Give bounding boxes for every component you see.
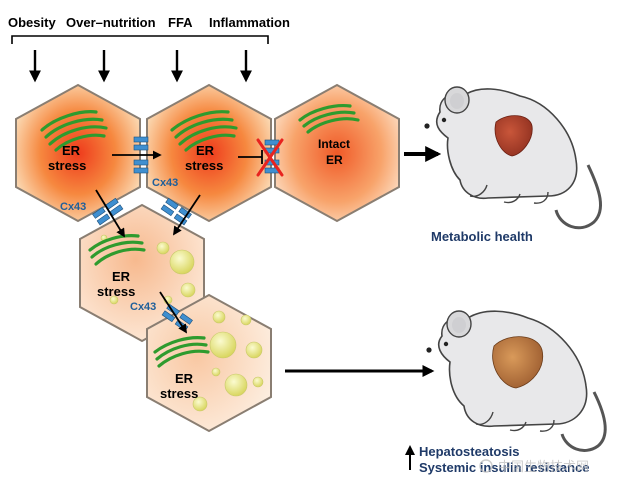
label-obesity: Obesity xyxy=(8,15,56,30)
cx43-label-c: Cx43 xyxy=(130,301,156,313)
watermark-text: 中国生物技术网 xyxy=(498,460,589,475)
cell2-label-line1: ER xyxy=(196,143,215,158)
arrow-cell4-to-cell5 xyxy=(159,291,187,334)
healthy-mouse-icon xyxy=(424,86,602,230)
cx43-label-b: Cx43 xyxy=(60,201,86,213)
watermark-logo-icon xyxy=(479,459,493,473)
mouse-feet xyxy=(475,411,555,432)
lipid-droplets xyxy=(100,234,196,305)
hepatocyte-cell-3: Intact ER xyxy=(274,83,400,223)
hepatocyte-cell-1: ER stress xyxy=(15,83,141,223)
cell4-label-line2: stress xyxy=(97,284,135,299)
connexin-channel-1-4 xyxy=(92,197,124,226)
cx43-label-a: Cx43 xyxy=(152,177,178,189)
label-ffa: FFA xyxy=(168,15,193,30)
er-membrane-icon xyxy=(88,234,146,266)
disease-outcome-line2: Systemic insulin resistance xyxy=(419,460,590,475)
mouse-feet xyxy=(469,184,549,204)
block-x-icon xyxy=(256,138,284,177)
fatty-liver-icon xyxy=(492,336,544,389)
er-membrane-icon xyxy=(298,104,360,134)
er-membrane-icon xyxy=(170,110,238,152)
er-membrane-icon xyxy=(153,336,210,368)
label-over-nutrition: Over–nutrition xyxy=(66,15,156,30)
disease-outcome-line1: Hepatosteatosis xyxy=(419,444,519,459)
healthy-liver-icon xyxy=(494,115,533,157)
mouse-tail xyxy=(560,391,607,452)
hepatocyte-cell-2: ER stress xyxy=(146,83,272,223)
lipid-droplets xyxy=(192,310,264,412)
cell1-label-line2: stress xyxy=(48,158,86,173)
arrow-cell1-to-cell4 xyxy=(95,189,125,238)
mouse-inner-ear xyxy=(452,317,466,333)
stimulus-arrows xyxy=(29,50,252,83)
mouse-inner-ear xyxy=(450,93,464,109)
healthy-outcome-label: Metabolic health xyxy=(431,229,533,244)
arrow-cell2-to-cell4 xyxy=(173,194,201,236)
cell1-label-line1: ER xyxy=(62,143,81,158)
propagation-arrows xyxy=(95,150,263,334)
er-membrane-icon xyxy=(40,110,108,152)
watermark: 中国生物技术网 xyxy=(479,459,589,475)
cell3-label-line2: ER xyxy=(326,153,343,167)
disease-mouse-icon xyxy=(426,310,607,452)
cell2-label-line2: stress xyxy=(185,158,223,173)
stimuli-bracket xyxy=(11,35,269,44)
mouse-nose xyxy=(424,123,430,129)
mouse-tail xyxy=(554,164,602,230)
cell4-label-line1: ER xyxy=(112,269,131,284)
connexin-channel-2-4 xyxy=(160,197,192,226)
hepatocyte-cell-5: ER stress xyxy=(146,293,272,433)
connexin-channel-1-2 xyxy=(133,136,149,174)
mouse-nose xyxy=(426,347,432,353)
label-inflammation: Inflammation xyxy=(209,15,290,30)
mouse-eye xyxy=(443,341,449,347)
cell3-label-line1: Intact xyxy=(318,137,350,151)
cell5-label-line1: ER xyxy=(175,371,194,386)
cell5-label-line2: stress xyxy=(160,386,198,401)
mouse-eye xyxy=(441,117,447,123)
